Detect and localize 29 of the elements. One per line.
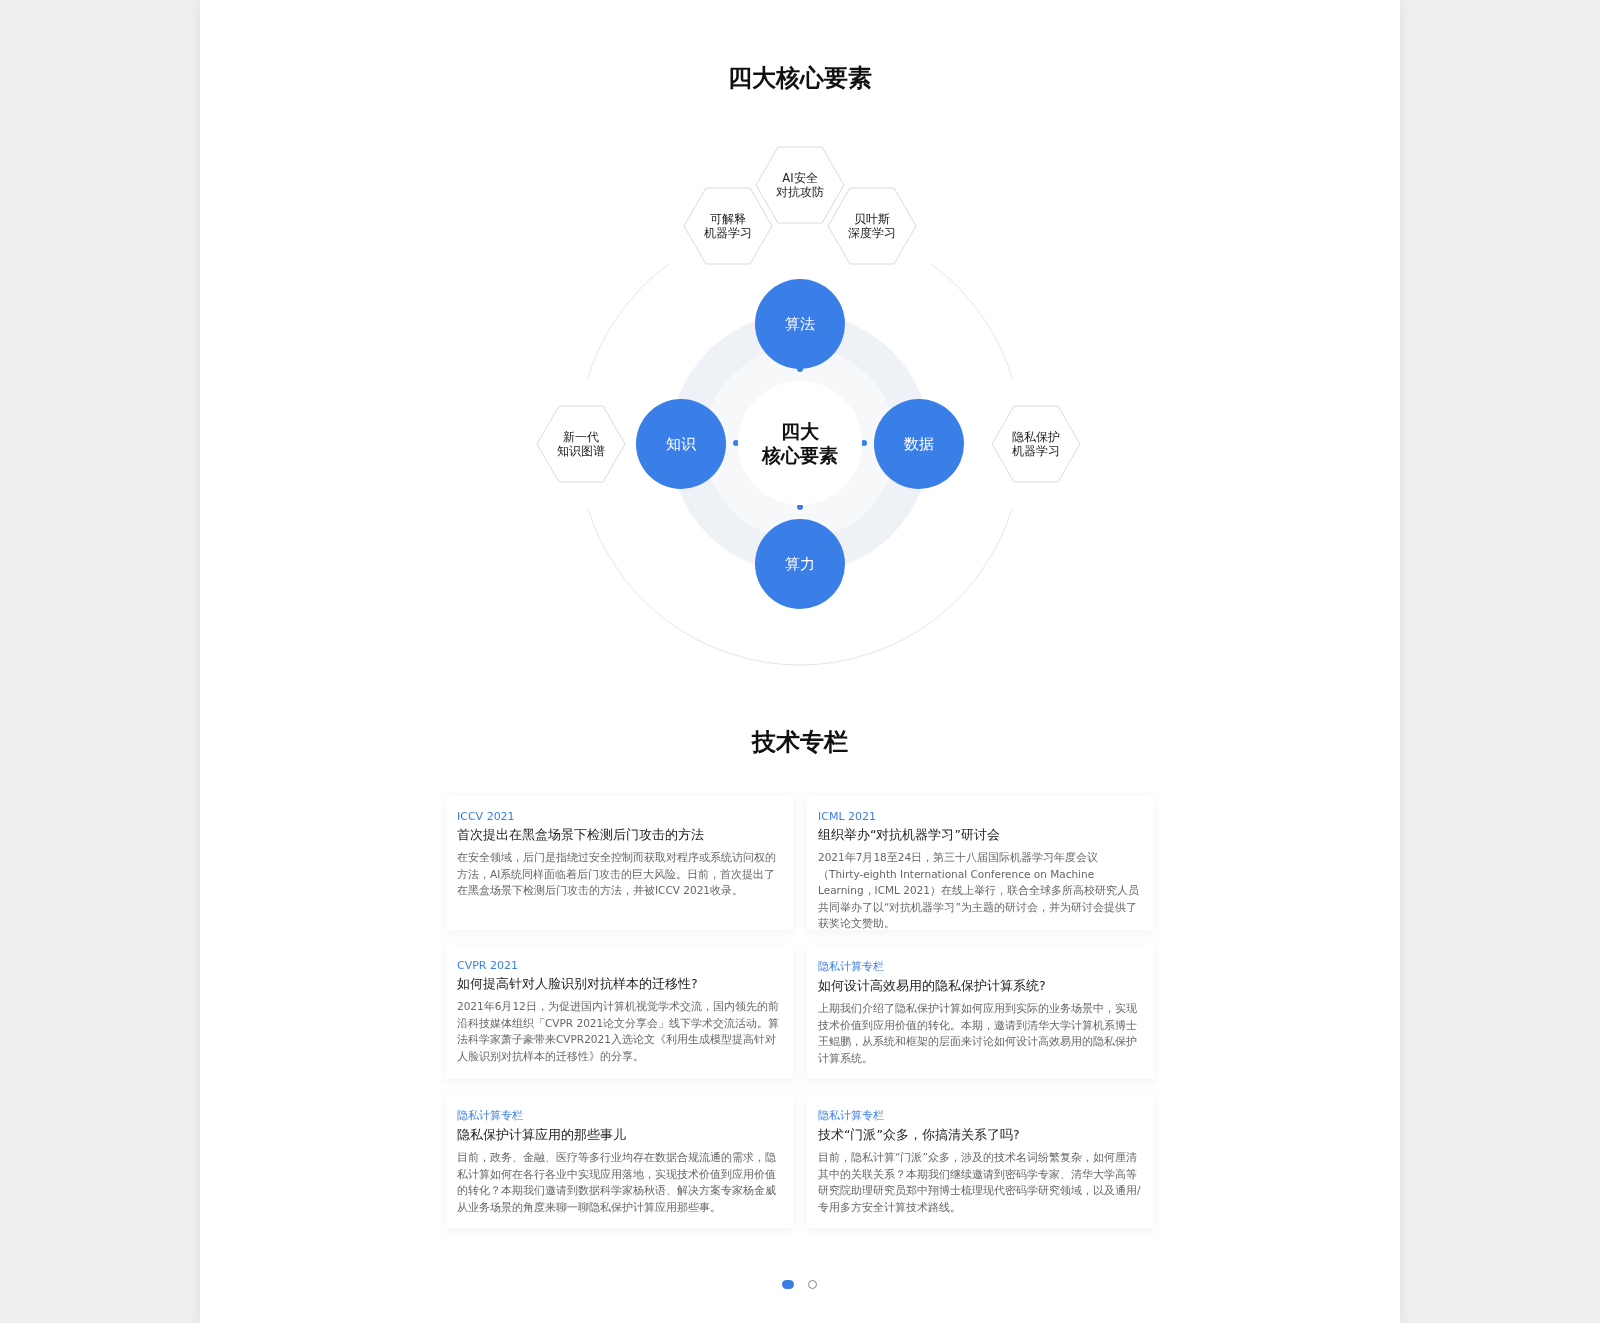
- article-title: 如何设计高效易用的隐私保护计算系统?: [818, 978, 1047, 995]
- element-circle: 知识: [636, 399, 726, 489]
- category-tag: 隐私计算专栏: [457, 1108, 782, 1123]
- element-circle: 算法: [755, 279, 845, 369]
- article-summary: 目前，政务、金融、医疗等多行业均存在数据合规流通的需求，隐私计算如何在各行各业中实现应用落地，实现技术价值到应用价值的转化？本期我们邀请到数据科学家杨秋语、解决方案专家杨金威从业务场景的角度来聊一聊隐私保护计算应用那些事。: [457, 1150, 777, 1215]
- article-title: 隐私保护计算应用的那些事儿: [457, 1127, 627, 1144]
- heading: 技术专栏: [750, 727, 849, 758]
- element-circle: 数据: [874, 399, 964, 489]
- category-tag: 隐私计算专栏: [818, 1108, 1143, 1123]
- article-summary: 在安全领域，后门是指绕过安全控制而获取对程序或系统访问权的方法，AI系统同样面临着后门攻击的巨大风险。日前，首次提出了在黑盒场景下检测后门攻击的方法，并被ICCV 2021收录。: [457, 850, 777, 898]
- topic-hexagon: 可解释机器学习: [683, 187, 773, 265]
- article-summary: 目前，隐私计算“门派”众多，涉及的技术名词纷繁复杂，如何厘清其中的关联关系？本期我们继续邀请到密码学专家、清华大学高等研究院助理研究员郑中翔博士梳理现代密码学研究领域，以及通用/专用多方安全计算技术路线。: [818, 1150, 1142, 1215]
- article-title: 组织举办“对抗机器学习”研讨会: [818, 827, 1001, 844]
- topic-hexagon: 新一代知识图谱: [536, 405, 626, 483]
- category-tag: CVPR 2021: [457, 959, 782, 972]
- category-tag: ICML 2021: [818, 810, 1143, 823]
- article-summary: 上期我们介绍了隐私保护计算如何应用到实际的业务场景中，实现技术价值到应用价值的转化。本期，邀请到清华大学计算机系博士王鲲鹏，从系统和框架的层面来讨论如何设计高效易用的隐私保护计算系统。: [818, 1001, 1138, 1066]
- heading: 四大核心要素: [727, 63, 873, 94]
- topic-hexagon: 隐私保护机器学习: [991, 405, 1081, 483]
- article-title: 技术“门派”众多，你搞清关系了吗?: [818, 1127, 1021, 1144]
- article-title: 如何提高针对人脸识别对抗样本的迁移性?: [457, 976, 699, 993]
- topic-hexagon: 贝叶斯深度学习: [827, 187, 917, 265]
- article-title: 首次提出在黑盒场景下检测后门攻击的方法: [457, 827, 705, 844]
- category-tag: 隐私计算专栏: [818, 959, 1143, 974]
- category-tag: ICCV 2021: [457, 810, 782, 823]
- article-summary: 2021年6月12日，为促进国内计算机视觉学术交流，国内领先的前沿科技媒体组织「CVPR 2021论文分享会」线下学术交流活动。算法科学家萧子豪带来CVPR2021入选论文《利用生成模型提高针对人脸识别对抗样本的迁移性》的分享。: [457, 999, 781, 1064]
- article-summary: 2021年7月18至24日，第三十八届国际机器学习年度会议（Thirty-eighth International Conference on Machine Learning，ICML 2021）在线上举行，联合全球多所高校研究人员共同举办了以“对抗机器学习”为主题的研讨会，并为研讨会提供了获奖论文赞助。: [818, 850, 1140, 931]
- topic-hexagon: AI安全对抗攻防: [755, 146, 845, 224]
- element-circle: 算力: [755, 519, 845, 609]
